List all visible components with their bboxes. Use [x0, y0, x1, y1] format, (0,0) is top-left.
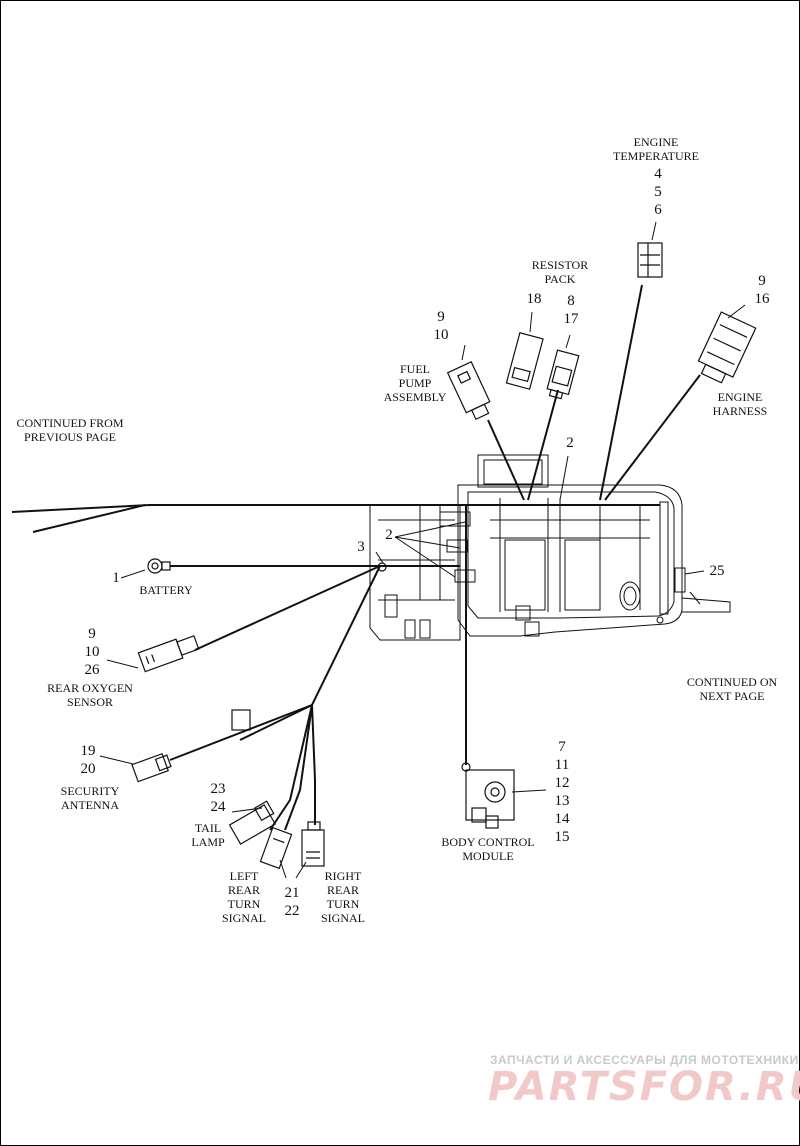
- callout-number: 14: [554, 811, 570, 827]
- callout-number: 11: [554, 757, 570, 773]
- callout-number: 9: [758, 273, 766, 289]
- callout-number: 21: [284, 885, 300, 901]
- security-antenna-callouts: 19 20: [76, 742, 100, 778]
- callout-number: 10: [84, 644, 100, 660]
- watermark-logo: PARTSFOR.RU: [488, 1064, 800, 1110]
- ref-2-top: 2: [566, 435, 574, 451]
- callout-number: 8: [567, 293, 575, 309]
- callout-number: 9: [88, 626, 96, 642]
- resistor-pack-b-callouts: 8 17: [559, 292, 583, 328]
- callout-number: 26: [84, 662, 100, 678]
- ref-2-left: 2: [385, 527, 393, 543]
- harness-wires: [11, 284, 701, 831]
- rear-oxygen-sensor-callouts: 9 10 26: [80, 625, 104, 679]
- resistor-pack-a-callouts: 18: [522, 290, 546, 308]
- callout-number: 20: [80, 761, 96, 777]
- callout-number: 9: [437, 309, 445, 325]
- connectors: [131, 242, 757, 870]
- callout-number: 7: [558, 739, 566, 755]
- callout-number: 10: [433, 327, 449, 343]
- body-control-module-callouts: 7 11 12 13 14 15: [550, 738, 574, 846]
- ref-25: 25: [709, 563, 725, 579]
- ref-3: 3: [357, 539, 365, 555]
- callout-number: 16: [754, 291, 770, 307]
- battery-callout: 1: [112, 570, 120, 586]
- callout-number: 4: [654, 166, 662, 182]
- watermark-tagline: ЗАПЧАСТИ И АКСЕССУАРЫ ДЛЯ МОТОТЕХНИКИ: [490, 1053, 799, 1067]
- callout-number: 6: [654, 202, 662, 218]
- turn-signal-callouts: 21 22: [280, 884, 304, 920]
- callout-number: 19: [80, 743, 96, 759]
- battery-label: BATTERY: [139, 583, 193, 597]
- tail-lamp-callouts: 23 24: [206, 780, 230, 816]
- callout-number: 13: [554, 793, 570, 809]
- callout-number: 22: [284, 903, 300, 919]
- engine-harness-callouts: 9 16: [750, 272, 774, 308]
- leader-lines: [99, 221, 746, 879]
- callout-number: 17: [563, 311, 579, 327]
- callout-number: 12: [554, 775, 570, 791]
- callout-number: 18: [526, 291, 542, 307]
- fuel-pump-callouts: 9 10: [429, 308, 453, 344]
- callout-number: 5: [654, 184, 662, 200]
- callout-number: 24: [210, 799, 226, 815]
- callout-number: 15: [554, 829, 570, 845]
- engine-temperature-callouts: 4 5 6: [648, 165, 668, 219]
- callout-number: 23: [210, 781, 226, 797]
- wiring-tray: [369, 454, 731, 641]
